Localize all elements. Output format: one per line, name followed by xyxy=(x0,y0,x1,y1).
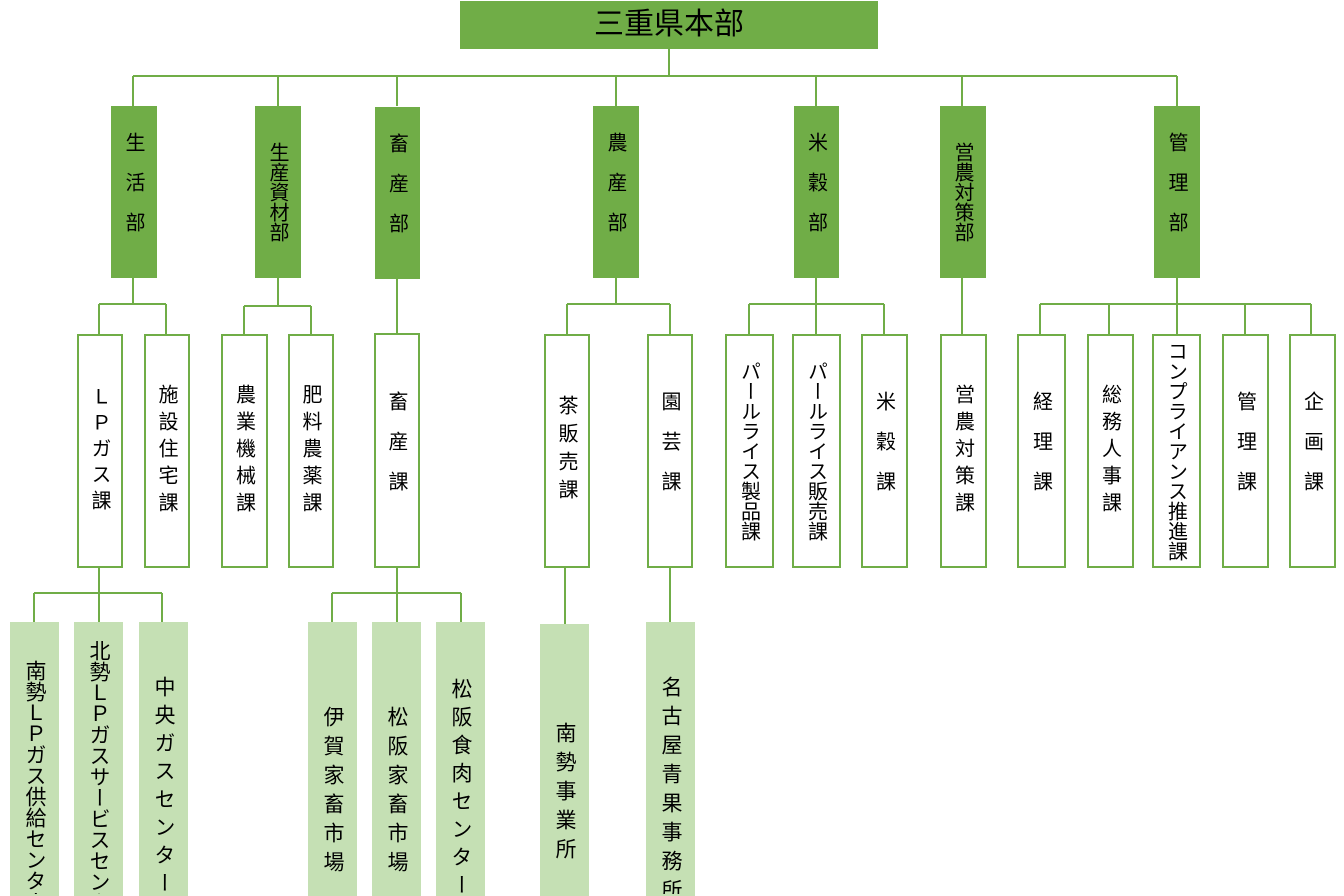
section-label: 経理課 xyxy=(1029,391,1054,511)
department-label: 農産部 xyxy=(604,132,628,252)
office-label: 南勢事業所 xyxy=(553,722,577,867)
section-label: 企画課 xyxy=(1300,391,1325,511)
office-label: 松阪家畜市場 xyxy=(385,706,409,880)
section-label: 総務人事課 xyxy=(1098,383,1123,519)
section-label: 営農対策課 xyxy=(951,383,976,519)
section-label: ＬＰガス課 xyxy=(88,386,112,516)
root-label: 三重県本部 xyxy=(594,7,744,42)
section-lp-gas: ＬＰガス課 xyxy=(77,334,123,568)
section-kikaku: 企画課 xyxy=(1289,334,1336,568)
office-iga-kachiku-ichiba: 伊賀家畜市場 xyxy=(308,622,357,896)
department-seikatsu: 生活部 xyxy=(111,106,157,278)
office-label: 名古屋青果事務所 xyxy=(659,676,683,896)
section-hiryou-nouyaku: 肥料農薬課 xyxy=(288,334,334,568)
department-label: 営農対策部 xyxy=(951,142,975,242)
section-label: 施設住宅課 xyxy=(155,383,179,519)
office-label: 南勢ＬＰガス供給センター xyxy=(23,660,47,896)
department-label: 米穀部 xyxy=(804,132,829,252)
section-label: 茶販売課 xyxy=(555,395,579,507)
office-matsusaka-shokuniku-center: 松阪食肉センター xyxy=(436,622,485,896)
department-label: 生産資材部 xyxy=(266,142,290,242)
section-label: パールライス販売課 xyxy=(804,361,829,541)
section-label: 園芸課 xyxy=(658,391,682,511)
department-einou-taisaku: 営農対策部 xyxy=(940,106,986,278)
department-label: 生活部 xyxy=(122,132,146,252)
office-label: 中央ガスセンター xyxy=(152,676,176,896)
section-soumu-jinji: 総務人事課 xyxy=(1087,334,1134,568)
section-chikusan: 畜産課 xyxy=(374,333,420,568)
section-label: パールライス製品課 xyxy=(737,361,762,541)
section-label: 農業機械課 xyxy=(232,383,257,519)
office-label: 北勢ＬＰガスサービスセンター xyxy=(87,640,111,896)
office-nansei-lp-gas-center: 南勢ＬＰガス供給センター xyxy=(10,622,59,896)
section-label: 米穀課 xyxy=(872,391,897,511)
section-einou-taisaku: 営農対策課 xyxy=(940,334,987,568)
department-seisan-shizai: 生産資材部 xyxy=(255,106,301,278)
office-hokusei-lp-gas-service-center: 北勢ＬＰガスサービスセンター xyxy=(74,622,123,896)
section-pearl-rice-hanbai: パールライス販売課 xyxy=(792,334,841,568)
office-nagoya-seika-jimusho: 名古屋青果事務所 xyxy=(646,622,695,896)
section-cha-hanbai: 茶販売課 xyxy=(544,334,590,568)
section-pearl-rice-seihin: パールライス製品課 xyxy=(725,334,774,568)
department-label: 管理部 xyxy=(1165,132,1189,252)
office-label: 松阪食肉センター xyxy=(449,678,473,896)
office-matsusaka-kachiku-ichiba: 松阪家畜市場 xyxy=(372,622,421,896)
department-beikoku: 米穀部 xyxy=(794,106,839,278)
section-label: 肥料農薬課 xyxy=(299,383,323,519)
department-chikusan: 畜産部 xyxy=(375,107,420,279)
section-keiri: 経理課 xyxy=(1017,334,1066,568)
department-kanri: 管理部 xyxy=(1154,106,1200,278)
section-beikoku: 米穀課 xyxy=(861,334,908,568)
section-kanri: 管理課 xyxy=(1222,334,1269,568)
section-label: 管理課 xyxy=(1233,391,1258,511)
root-node: 三重県本部 xyxy=(460,1,878,49)
section-label: コンプライアンス推進課 xyxy=(1164,341,1189,561)
department-label: 畜産部 xyxy=(385,133,410,253)
section-shisetsu-jutaku: 施設住宅課 xyxy=(144,334,190,568)
office-nansei-jigyousho: 南勢事業所 xyxy=(540,624,589,896)
section-label: 畜産課 xyxy=(385,390,409,511)
department-nousan: 農産部 xyxy=(593,106,639,278)
section-compliance-suishin: コンプライアンス推進課 xyxy=(1152,334,1201,568)
office-label: 伊賀家畜市場 xyxy=(321,706,345,880)
section-nougyou-kikai: 農業機械課 xyxy=(221,334,268,568)
office-chuou-gas-center: 中央ガスセンター xyxy=(139,622,188,896)
section-engei: 園芸課 xyxy=(647,334,693,568)
